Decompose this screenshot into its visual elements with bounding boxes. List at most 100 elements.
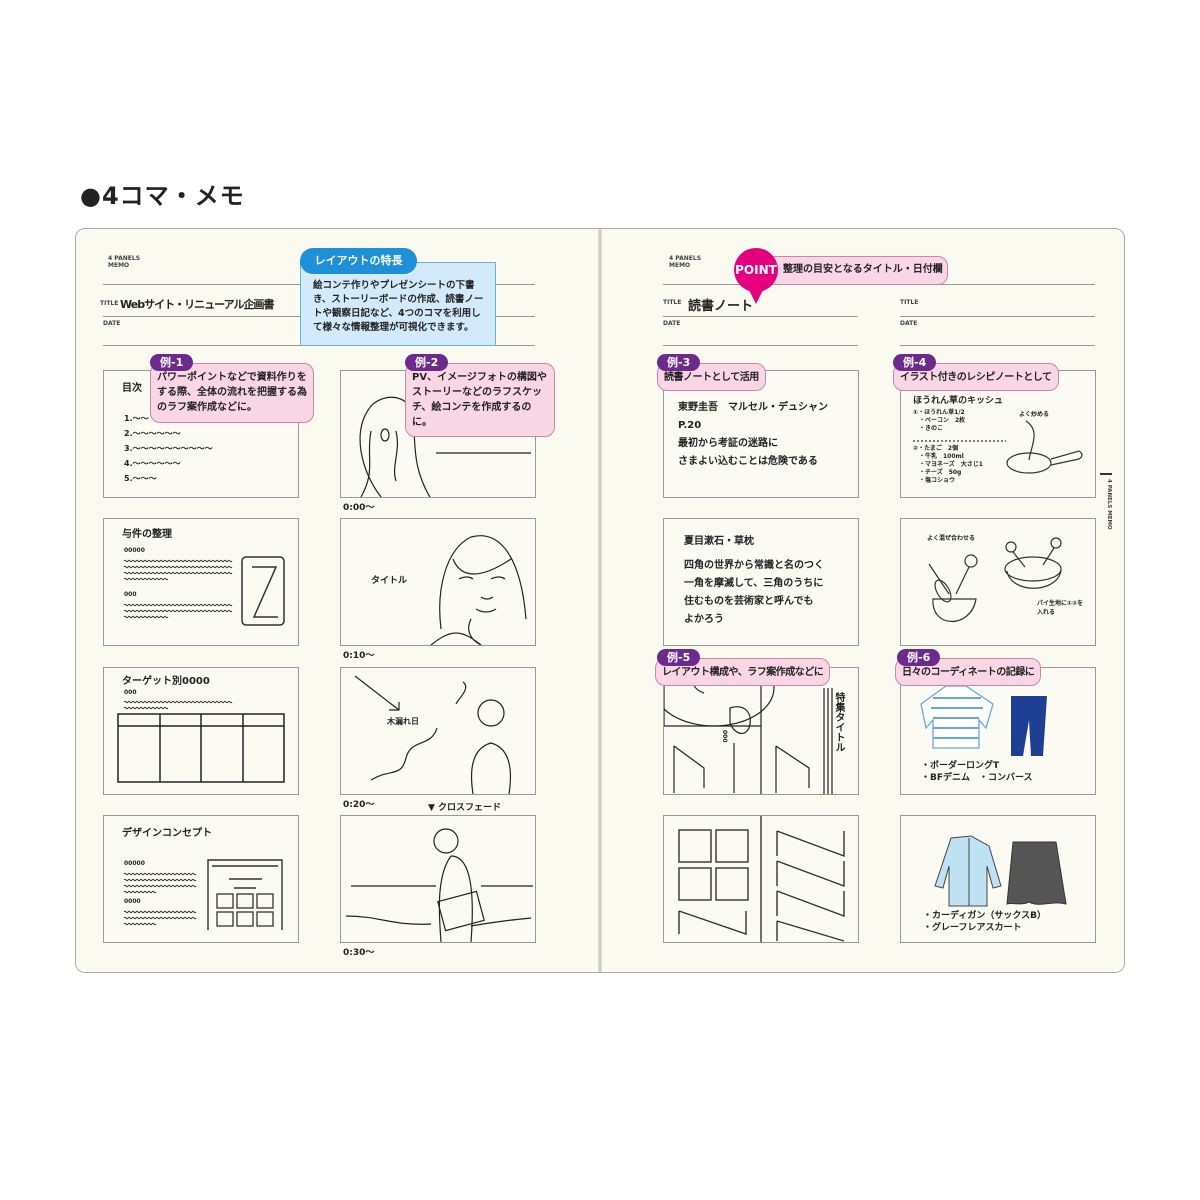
list-item: 1.〜〜 <box>124 414 149 423</box>
example-5-tab: 例-5 <box>657 649 701 666</box>
recipe-note: よく炒める <box>1019 411 1050 418</box>
note-line: さまよい込むことは危険である <box>678 456 818 467</box>
section-heading: ●4コマ・メモ <box>80 182 245 210</box>
ingredient: ・チーズ 50g <box>913 469 962 476</box>
note-line: 四角の世界から常識と名のつく <box>684 560 824 571</box>
outfit-item: ・BFデニム ・コンバース <box>921 773 1033 783</box>
divider <box>663 345 858 346</box>
wavy-line <box>123 706 169 710</box>
date-label: DATE <box>900 320 918 327</box>
timecode: 0:20〜 <box>343 800 375 810</box>
recipe-note: よく混ぜ合わせる <box>927 535 976 542</box>
panel-text: 000 <box>124 689 137 696</box>
layout-dots: 000 <box>721 730 728 743</box>
panel-outfit-2: ・カーディガン（サックスB） ・グレーフレアスカート <box>900 815 1096 943</box>
panel-targets: ターゲット別0000 000 <box>103 667 299 795</box>
wavy-lines-sketch <box>123 559 233 619</box>
wavy-line <box>123 872 197 876</box>
panel-requirements: 与件の整理 00000 000 <box>103 518 299 646</box>
wavy-line <box>123 878 197 882</box>
point-badge: POINT <box>734 248 778 292</box>
example-3-tab: 例-3 <box>657 354 701 371</box>
ingredient: ・牛乳 100ml <box>913 453 964 460</box>
panel-text: 000 <box>124 591 137 598</box>
storyboard-frame-3: 木漏れ日 <box>340 667 536 795</box>
storyboard-frame-2: タイトル <box>340 518 536 646</box>
title-value: 読書ノート <box>688 299 754 314</box>
panel-layout-2 <box>663 815 859 943</box>
wavy-line <box>123 615 169 619</box>
frame-caption: 木漏れ日 <box>387 717 419 726</box>
note-line: 住むものを芸術家と呼んでも <box>684 596 814 607</box>
cardigan-skirt-sketch <box>934 835 1067 907</box>
woman-portrait-sketch <box>430 535 527 645</box>
layout-sketch <box>664 668 833 794</box>
title-label: TITLE <box>100 300 119 307</box>
brand-line: 4 PANELS <box>108 255 141 262</box>
divider <box>663 316 858 317</box>
wavy-line <box>123 577 169 581</box>
example-2-callout: PV、イメージフォトの構図やストーリーなどのラフスケッチ、絵コンテを作成するのに… <box>405 363 555 437</box>
brand-line: MEMO <box>669 262 691 269</box>
timecode: 0:30〜 <box>343 948 375 958</box>
outfit-item: ・ボーダーロングT <box>921 761 1000 771</box>
wavy-line <box>123 890 157 894</box>
panel-text: 00000 <box>124 547 145 554</box>
ingredient: ・マヨネーズ 大さじ1 <box>913 461 983 468</box>
example-2-tab: 例-2 <box>405 354 449 371</box>
feature-box: 絵コンテ作りやプレゼンシートの下書き、ストーリーボードの作成、読書ノートや観察日… <box>300 262 496 346</box>
panel-text: 0000 <box>124 898 141 905</box>
wavy-line <box>123 910 197 914</box>
wavy-line <box>123 559 233 563</box>
brand-line: 4 PANELS <box>669 255 702 262</box>
ingredient: ・きのこ <box>913 425 944 432</box>
table-sketch <box>117 713 285 783</box>
note-line: 夏目漱石・草枕 <box>684 536 754 547</box>
wavy-line <box>123 884 197 888</box>
panel-reading-1: 東野圭吾 マルセル・デュシャン P.20 最初から考証の迷路に さまよい込むこと… <box>663 370 859 498</box>
date-label: DATE <box>663 320 681 327</box>
list-item: 5.〜〜〜 <box>124 474 157 483</box>
wavy-line <box>123 603 233 607</box>
beach-woman-sketch <box>345 828 533 942</box>
ingredient: ・塩コショウ <box>913 477 956 484</box>
note-line: 一角を摩滅して、三角のうちに <box>684 578 824 589</box>
wavy-line <box>123 609 233 613</box>
wavy-line <box>123 565 233 569</box>
outfit-item: ・カーディガン（サックスB） <box>923 911 1046 921</box>
outfit-item: ・グレーフレアスカート <box>923 923 1022 933</box>
wavy-line <box>123 922 157 926</box>
side-index-tab: 4 PANELS MEMO <box>1100 473 1112 533</box>
panel-layout-1: 特集タイトル 000 <box>663 667 859 795</box>
wavy-line <box>123 916 197 920</box>
transition-label: ▼ クロスフェード <box>428 803 502 813</box>
example-6-tab: 例-6 <box>897 649 941 666</box>
wavy-line <box>123 571 233 575</box>
feature-tab: レイアウトの特長 <box>300 248 417 274</box>
divider <box>900 316 1095 317</box>
note-line: 最初から考証の迷路に <box>678 438 778 449</box>
note-line: よかろう <box>684 614 724 625</box>
example-4-tab: 例-4 <box>893 354 937 371</box>
date-label: DATE <box>103 320 121 327</box>
point-pointer <box>747 286 765 304</box>
point-callout: 整理の目安となるタイトル・日付欄 <box>760 256 948 285</box>
webpage-sketch <box>207 859 283 930</box>
wavy-lines-sketch <box>123 872 197 926</box>
example-1-tab: 例-1 <box>150 354 194 371</box>
panel-recipe-2: よく混ぜ合わせる パイ生地に①②を入れる <box>900 518 1096 646</box>
panel-text: 00000 <box>124 860 145 867</box>
sunlight-woman-sketch <box>354 675 512 794</box>
z-card-sketch <box>241 556 285 626</box>
note-line: P.20 <box>678 420 702 431</box>
timecode: 0:00〜 <box>343 503 375 513</box>
timecode: 0:10〜 <box>343 651 375 661</box>
ingredient: ・ベーコン 2枚 <box>913 417 966 424</box>
example-1-callout: パワーポイントなどで資料作りをする際、全体の流れを把握する為のラフ案作成などに。 <box>150 363 314 423</box>
storyboard-frame-4 <box>340 815 536 943</box>
wavy-lines-sketch <box>123 700 233 710</box>
example-6-callout: 日々のコーディネートの記録に <box>895 658 1042 686</box>
panel-reading-2: 夏目漱石・草枕 四角の世界から常識と名のつく 一角を摩滅して、三角のうちに 住む… <box>663 518 859 646</box>
panel-design-concept: デザインコンセプト 00000 0000 <box>103 815 299 943</box>
